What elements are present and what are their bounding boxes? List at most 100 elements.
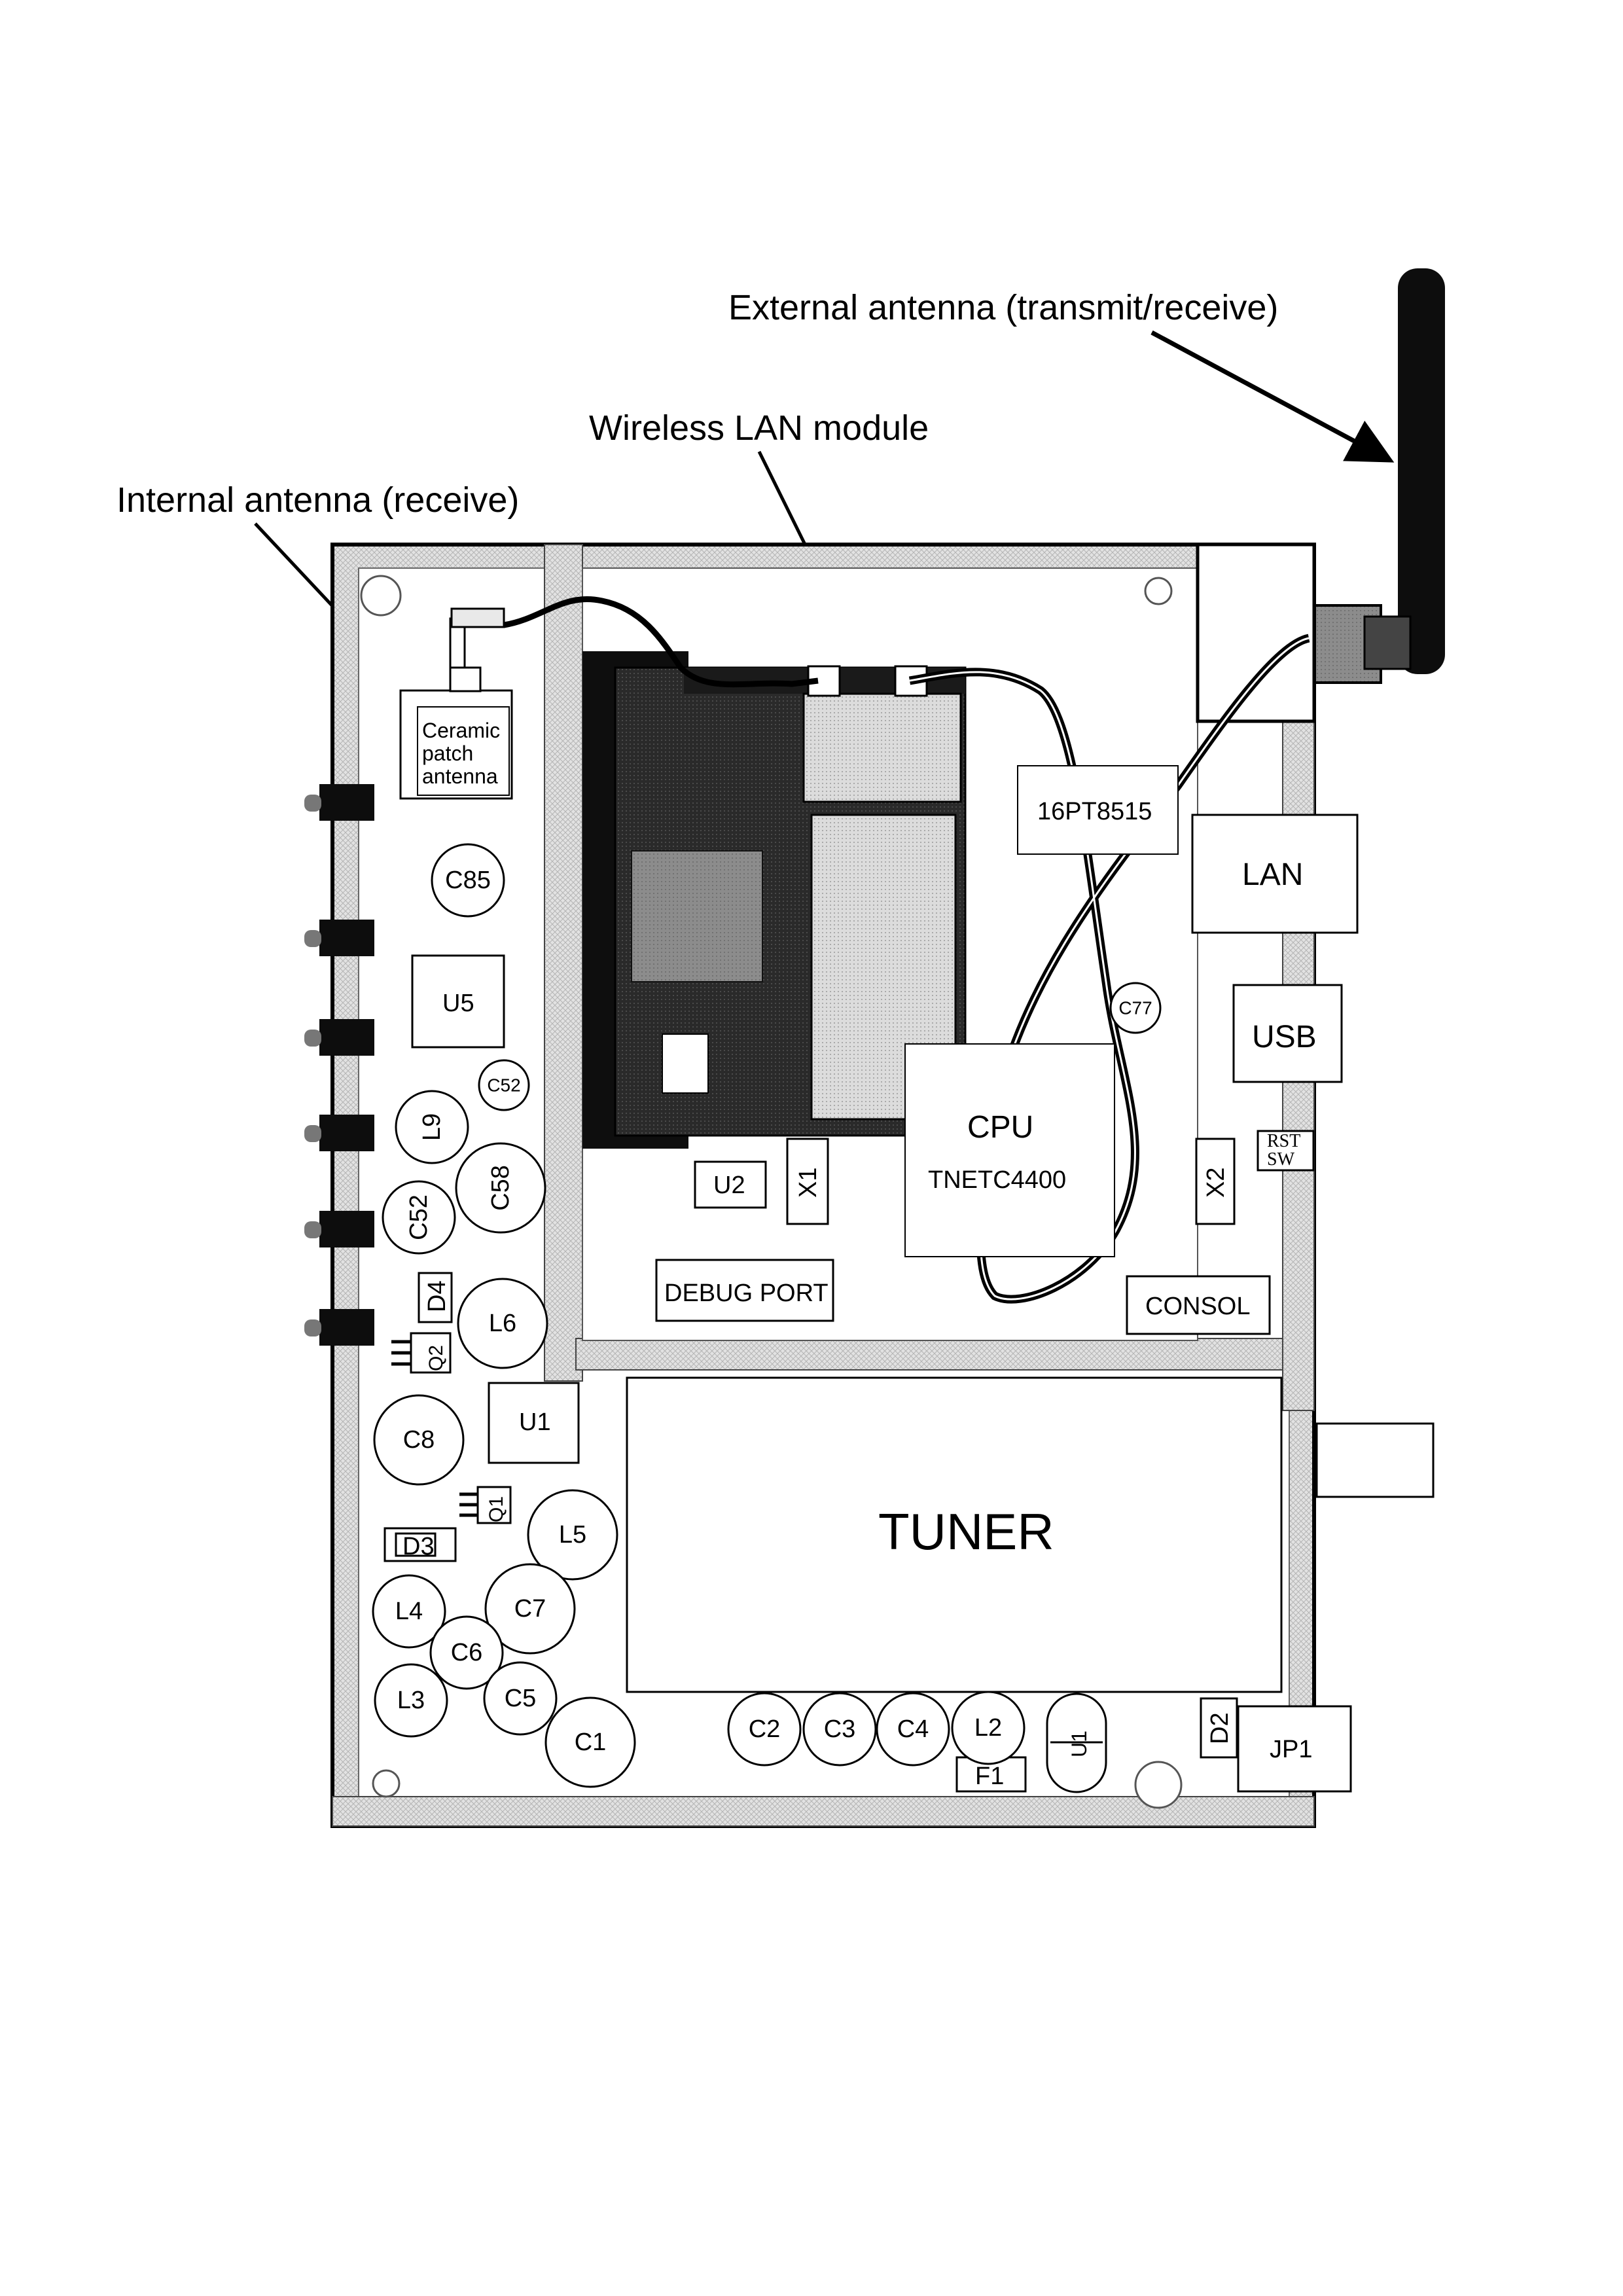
component-c5-label: C5 [505,1685,537,1712]
rst-label: RST [1267,1131,1300,1151]
component-l4: L4 [372,1574,446,1649]
component-c5-outline [483,1661,558,1736]
component-c1-outline [544,1696,636,1788]
debug-port: DEBUG PORT [655,1259,834,1322]
component-c3-outline [802,1692,877,1767]
cpu-title: CPU [967,1110,1033,1145]
component-c77-outline [1109,982,1162,1034]
component-l9-label: L9 [418,1113,446,1141]
component-c8-label: C8 [403,1426,435,1454]
external-antenna-label: External antenna (transmit/receive) [728,288,1278,327]
component-c7-outline [484,1563,576,1655]
d3-label: D3 [402,1533,435,1560]
component-c5: C5 [483,1661,558,1736]
component-c58-outline [455,1142,546,1234]
patch-antenna-line2: patch [422,742,473,765]
component-l2-label: L2 [974,1714,1002,1742]
tuner-label: TUNER [878,1503,1054,1560]
d2-label: D2 [1206,1712,1234,1744]
mount-hole [360,575,402,617]
port-lan-label: LAN [1242,857,1303,892]
ic-16pt8515: 16PT8515 [1017,765,1179,855]
side-connectors [304,784,374,1346]
component-c8-outline [373,1394,465,1486]
component-l3: L3 [374,1663,448,1738]
component-l6-outline [457,1278,548,1369]
sw-label: SW [1267,1149,1295,1170]
component-l2: L2 [951,1691,1026,1765]
internal-antenna-label: Internal antenna (receive) [116,480,519,520]
component-c58-label: C58 [487,1165,514,1211]
jp1-jack: JP1 [1237,1705,1352,1793]
internal-antenna-cable [503,596,819,688]
component-l4-label: L4 [395,1598,423,1625]
component-l9: L9 [395,1090,469,1164]
u1-small-label: U1 [1067,1731,1091,1757]
component-l4-outline [372,1574,446,1649]
component-c6: C6 [429,1615,504,1690]
component-l3-outline [374,1663,448,1738]
component-l6: L6 [457,1278,548,1369]
u1-small: U1 [1046,1693,1107,1793]
component-c6-label: C6 [451,1639,483,1666]
component-l9-outline [395,1090,469,1164]
port-lan: LAN [1191,814,1359,934]
component-c77: C77 [1109,982,1162,1034]
component-c52b-outline [382,1180,456,1255]
component-l3-label: L3 [397,1687,425,1714]
component-c52a-outline [478,1059,530,1111]
component-l5-outline [527,1489,618,1581]
d2-diode: D2 [1200,1697,1238,1759]
d4-diode: D4 [418,1272,453,1323]
component-c85-outline [431,843,505,918]
component-c58: C58 [455,1142,546,1234]
component-c1: C1 [544,1696,636,1788]
u1-label: U1 [519,1408,551,1436]
debug-port-label: DEBUG PORT [664,1280,829,1307]
u2-label: U2 [713,1172,745,1199]
q1-transistor: Q1 [459,1486,512,1524]
port-usb: USB [1232,984,1343,1083]
tuner: TUNER [626,1376,1435,1693]
mount-hole [372,1769,401,1798]
component-c52b: C52 [382,1180,456,1255]
consol-port: CONSOL [1126,1275,1271,1335]
q2-label: Q2 [425,1345,447,1371]
component-l6-label: L6 [489,1310,516,1337]
x2-crystal: X2 [1195,1138,1236,1225]
jp1-label: JP1 [1270,1736,1312,1763]
component-c3: C3 [802,1692,877,1767]
x1-crystal: X1 [786,1138,829,1225]
external-antenna-arrow [1150,330,1395,463]
mount-hole [1134,1761,1183,1809]
component-c6-outline [429,1615,504,1690]
rst-switch: RST SW [1257,1130,1315,1172]
component-l2-outline [951,1691,1026,1765]
u1-chip: U1 [488,1382,580,1464]
component-c2-outline [727,1692,802,1767]
d4-label: D4 [423,1280,451,1312]
component-c8: C8 [373,1394,465,1486]
x2-label: X2 [1202,1168,1230,1198]
component-c7: C7 [484,1563,576,1655]
cpu-part: TNETC4400 [928,1166,1066,1194]
q2-transistor: Q2 [391,1332,452,1374]
f1-label: F1 [975,1763,1004,1790]
component-c85-label: C85 [445,867,491,894]
external-antenna [1308,268,1445,684]
component-c2-label: C2 [749,1715,781,1743]
component-l5: L5 [527,1489,618,1581]
q1-label: Q1 [486,1496,507,1522]
patch-antenna-line1: Ceramic [422,719,500,742]
wlan-module-label: Wireless LAN module [589,408,929,448]
port-usb-label: USB [1252,1020,1317,1054]
component-c2: C2 [727,1692,802,1767]
ceramic-patch-antenna: Ceramic patch antenna [399,607,513,800]
component-c77-label: C77 [1118,998,1152,1018]
component-c4: C4 [876,1692,950,1767]
d3-diode: D3 [383,1527,457,1562]
component-c4-label: C4 [897,1715,929,1743]
component-c85: C85 [431,843,505,918]
